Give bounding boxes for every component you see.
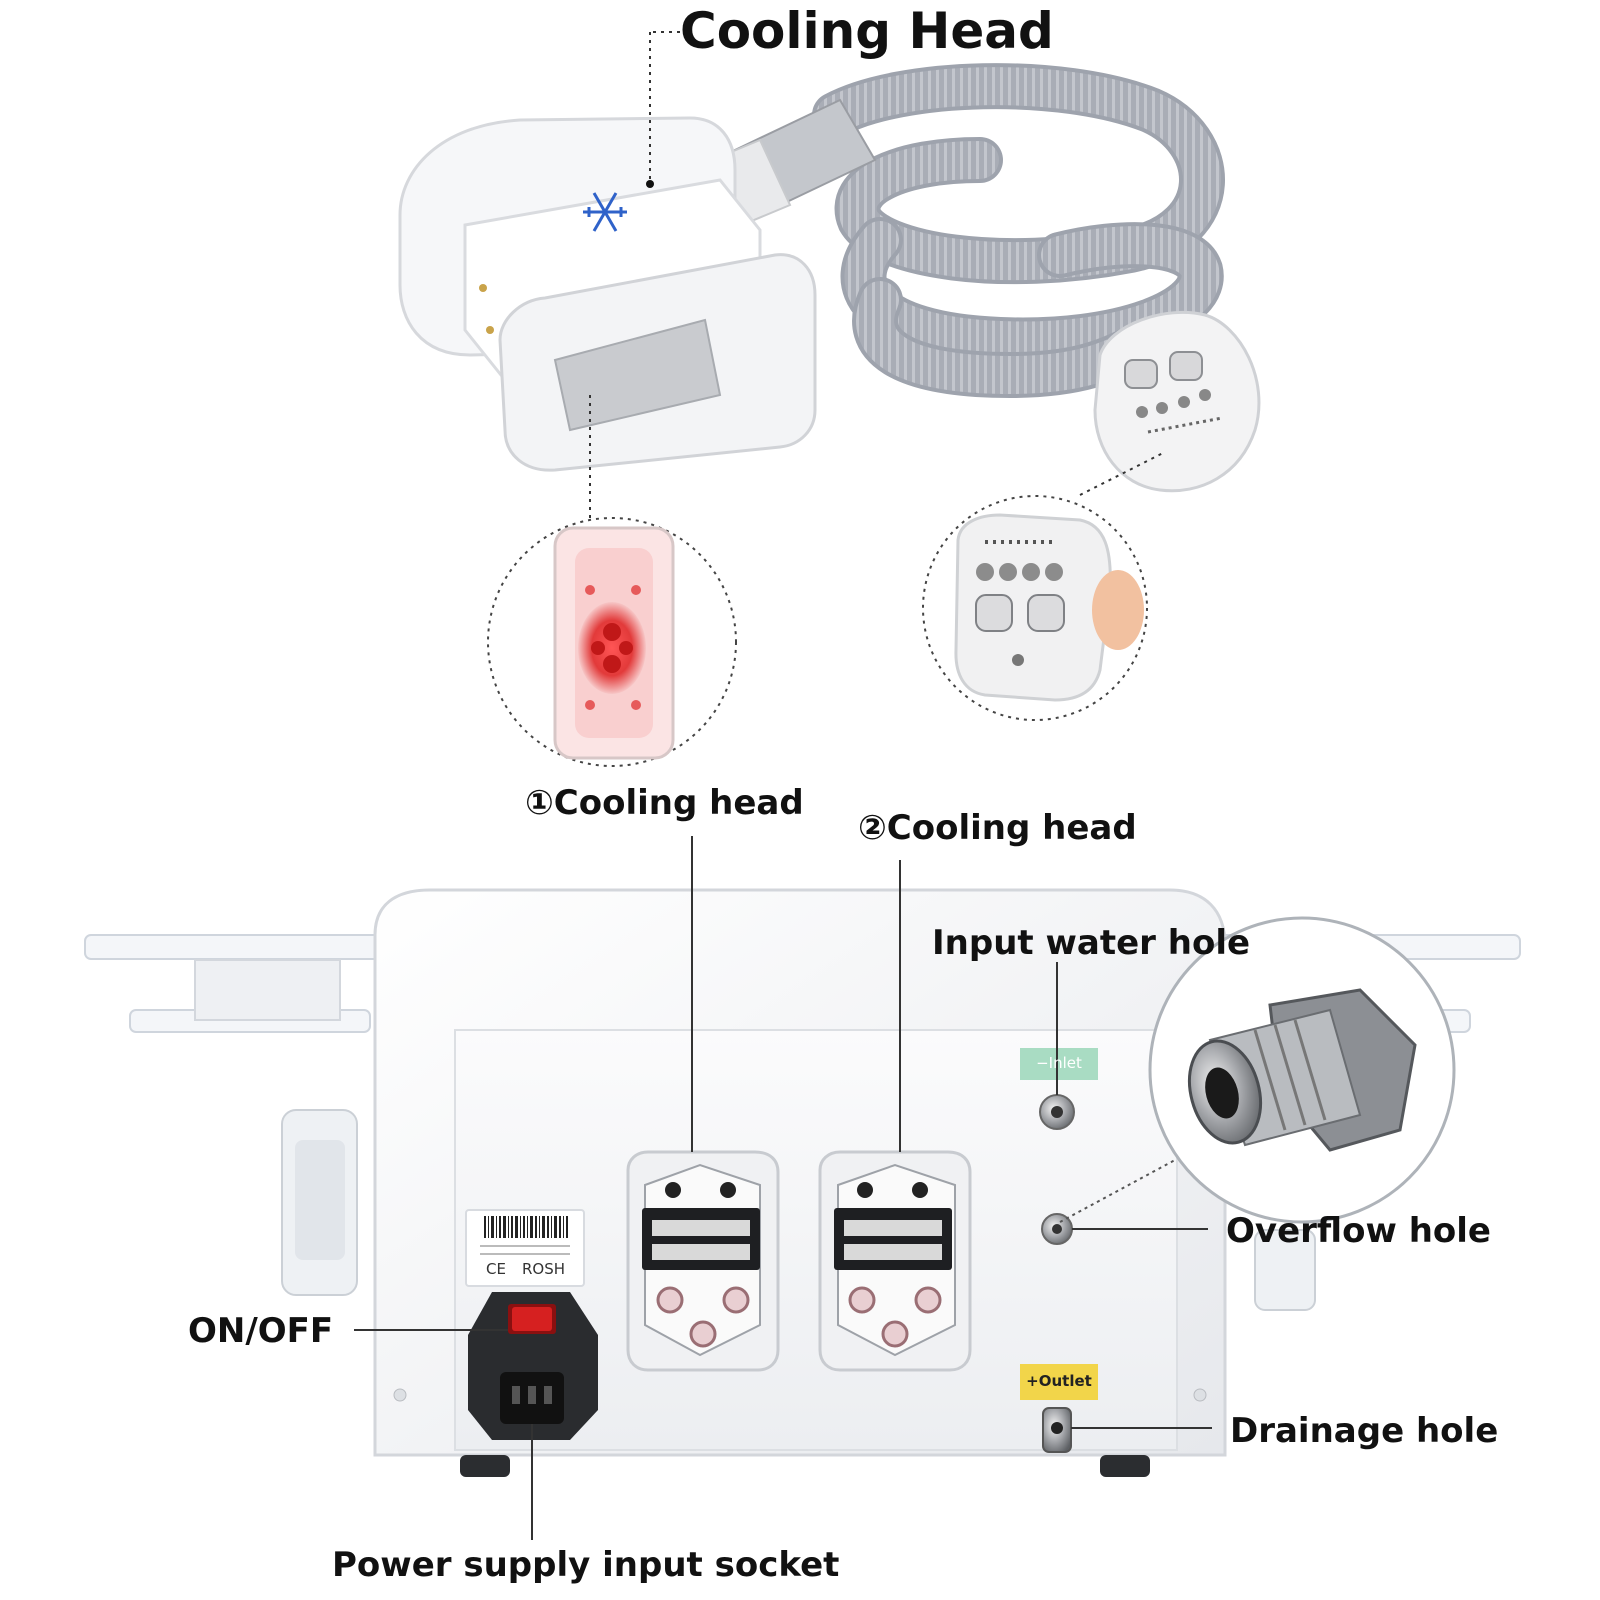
label-on-off: ON/OFF [188,1311,334,1351]
snowflake-icon [583,192,627,232]
label-cooling-head-1: ①Cooling head [525,783,804,823]
title-callout [649,31,680,182]
label-drainage-hole: Drainage hole [1230,1411,1499,1451]
label-overflow-hole: Overflow hole [1226,1211,1491,1251]
main-title: Cooling Head [680,2,1054,60]
ce-mark: CE [486,1260,506,1278]
rosh-mark: ROSH [522,1260,566,1278]
cooling-handpiece-illustration [398,63,1261,493]
barcode [484,1216,568,1238]
port-2 [818,1150,972,1372]
zoom-connector [922,495,1148,721]
port-1 [626,1150,780,1372]
inlet-sticker-text: −Inlet [1036,1054,1082,1072]
connector-plug [1093,310,1261,493]
inlet-sticker [1020,1048,1098,1080]
outlet-sticker-text: +Outlet [1026,1372,1092,1390]
zoom-water-fitting [1148,916,1456,1224]
cooling-plate [553,318,722,432]
device-rear [84,888,1521,1477]
label-input-water-hole: Input water hole [932,923,1251,963]
outlet-sticker [1020,1364,1098,1400]
zoom-led-panel [487,517,737,767]
callout-lines [354,836,1212,1540]
label-power-supply-socket: Power supply input socket [332,1545,840,1585]
label-cooling-head-2: ②Cooling head [858,808,1137,848]
